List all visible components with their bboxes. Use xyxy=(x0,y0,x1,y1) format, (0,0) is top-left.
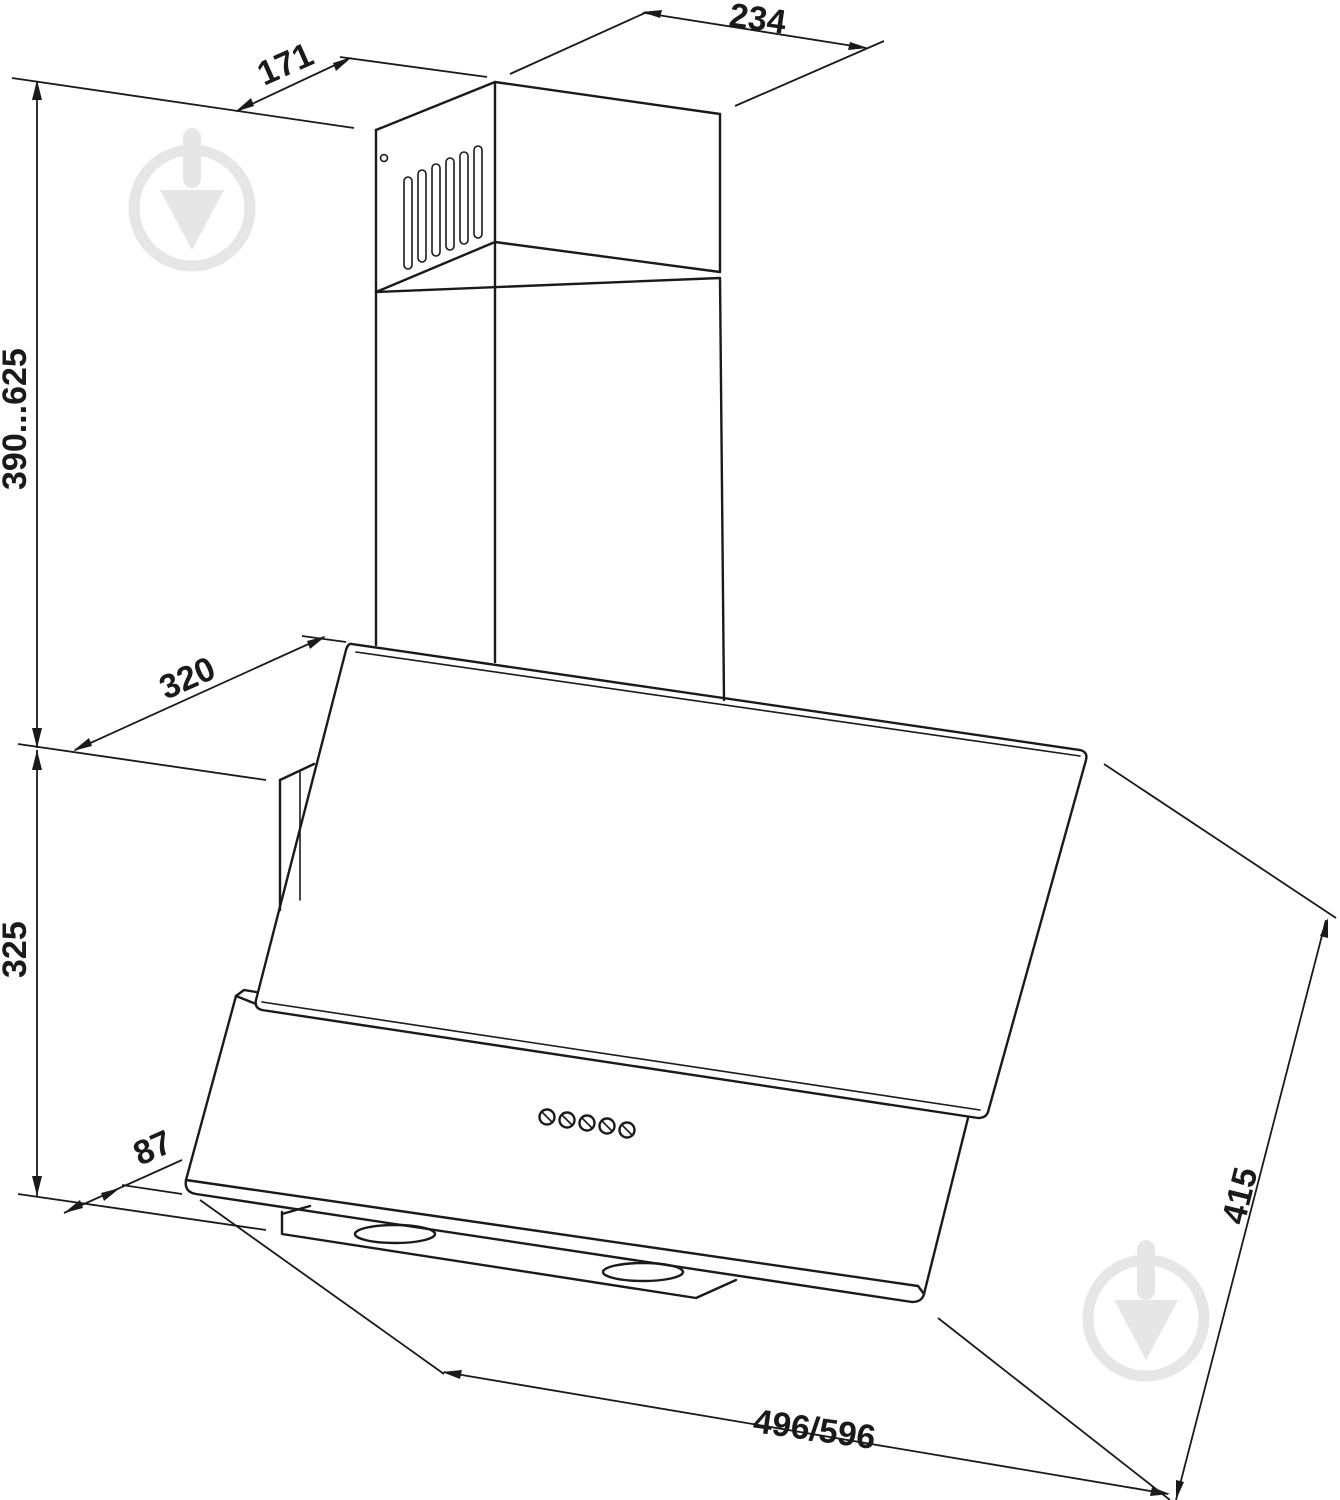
dim-label-415: 415 xyxy=(1215,1164,1266,1228)
logo-watermark-icon xyxy=(1082,1240,1210,1382)
button-3-icon xyxy=(578,1114,596,1132)
vent-slots xyxy=(403,145,483,270)
light-1-icon xyxy=(353,1223,437,1245)
glass-panel xyxy=(254,642,1088,1120)
dimension-320: 320 xyxy=(17,635,347,781)
button-4-icon xyxy=(598,1117,616,1135)
dimension-234: 234 xyxy=(509,0,885,107)
screw-icon xyxy=(379,153,389,163)
light-2-icon xyxy=(601,1261,685,1283)
dimension-390-625: 390...625 xyxy=(0,80,42,748)
dimension-415: 415 xyxy=(1103,763,1337,1500)
dimension-325: 325 xyxy=(0,750,42,1196)
hood-body xyxy=(184,988,970,1304)
dimension-87: 87 xyxy=(17,1123,267,1231)
button-5-icon xyxy=(618,1121,636,1139)
chimney xyxy=(374,80,726,702)
button-1-icon xyxy=(538,1108,556,1126)
control-buttons xyxy=(538,1108,636,1139)
dim-label-171: 171 xyxy=(252,36,319,94)
dim-label-234: 234 xyxy=(727,0,789,42)
logo-watermark-icon xyxy=(128,128,256,272)
dim-label-320: 320 xyxy=(154,650,221,708)
back-plate xyxy=(278,762,316,912)
button-2-icon xyxy=(558,1111,576,1129)
dim-label-496-596: 496/596 xyxy=(751,1402,878,1457)
underside xyxy=(280,1204,738,1300)
dim-label-390-625: 390...625 xyxy=(0,348,34,490)
dim-label-325: 325 xyxy=(0,921,34,978)
